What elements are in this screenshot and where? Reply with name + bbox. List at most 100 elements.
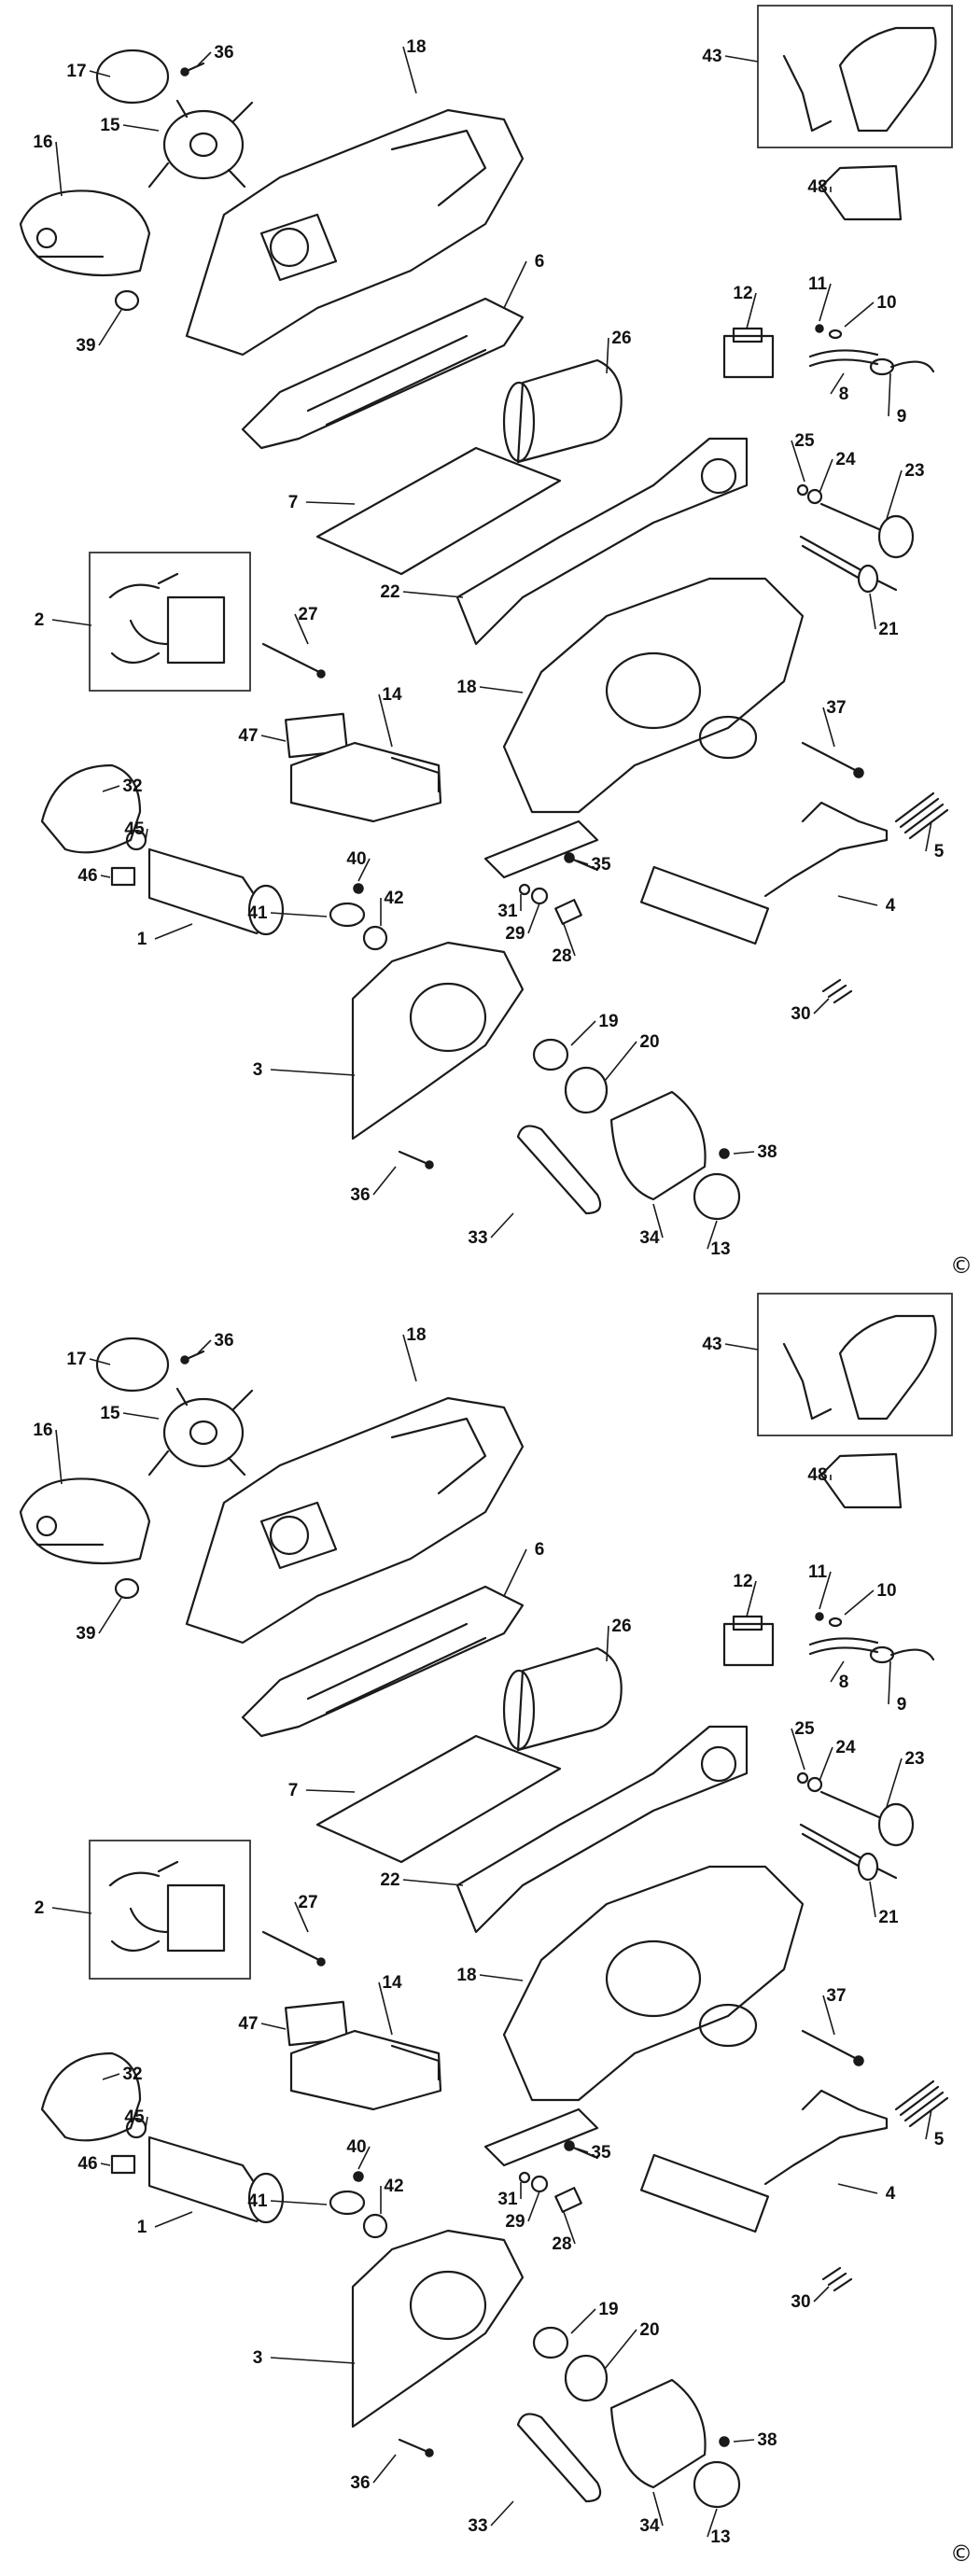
part-7-platen — [315, 446, 562, 576]
callout-18: 18 — [406, 1325, 426, 1345]
part-46-brush-holder — [110, 866, 136, 887]
leader-line — [145, 828, 148, 841]
part-17-disc — [95, 49, 170, 105]
leader-line — [570, 2308, 596, 2334]
part-6-base-plate — [241, 297, 525, 450]
part-48-nozzle — [819, 164, 903, 221]
part-21-rear-shaft — [799, 1823, 898, 1882]
callout-2: 2 — [35, 610, 45, 630]
leader-line — [813, 2286, 830, 2303]
leader-line — [402, 46, 417, 94]
leader-line — [791, 440, 805, 483]
leader-line — [576, 860, 589, 865]
callout-36: 36 — [214, 1331, 233, 1351]
leader-line — [830, 372, 845, 395]
leader-line — [503, 1548, 527, 1597]
part-38-screw — [719, 2436, 730, 2447]
callout-31: 31 — [497, 902, 518, 921]
parts-40-41-42-bearing-set — [329, 2171, 388, 2239]
part-18-motor-housing — [483, 577, 805, 879]
leader-line — [294, 1901, 309, 1933]
part-2-wiring-harness — [108, 1860, 226, 1953]
leader-line — [98, 309, 122, 346]
callout-9: 9 — [897, 407, 907, 427]
callout-39: 39 — [76, 1624, 95, 1644]
leader-line — [527, 903, 540, 934]
leader-line — [102, 785, 120, 792]
leader-line — [925, 2108, 932, 2140]
part-16-belt-cover — [19, 1477, 151, 1565]
callout-6: 6 — [535, 252, 545, 272]
callout-15: 15 — [100, 116, 120, 135]
callout-38: 38 — [757, 2430, 777, 2450]
parts-11-10-8-9-wires — [808, 1612, 935, 1664]
part-15-fan — [147, 1387, 254, 1477]
part-4-tracking-lever — [639, 801, 889, 945]
leader-line — [707, 2508, 718, 2538]
leader-line — [270, 1069, 356, 1076]
callout-23: 23 — [904, 1749, 924, 1769]
parts-25-24-washers — [796, 1771, 823, 1793]
part-18-upper-housing — [185, 1396, 525, 1645]
part-37-screw — [801, 2029, 864, 2066]
part-33-drive-belt — [516, 2413, 602, 2503]
part-14-speed-control-module — [289, 741, 442, 823]
leader-line — [154, 2211, 193, 2228]
callout-48: 48 — [807, 177, 827, 197]
part-23-drum-shaft — [819, 1790, 915, 1847]
leader-line — [479, 1974, 524, 1981]
parts-25-24-washers — [796, 483, 823, 505]
callout-25: 25 — [794, 1719, 815, 1739]
callout-27: 27 — [298, 605, 317, 624]
leader-line — [724, 55, 759, 63]
callout-30: 30 — [791, 1004, 810, 1024]
leader-line — [51, 619, 92, 626]
callout-19: 19 — [598, 1012, 618, 1031]
callout-48: 48 — [807, 1465, 827, 1485]
callout-40: 40 — [346, 2137, 366, 2157]
callout-39: 39 — [76, 336, 95, 356]
part-30-spring — [821, 978, 853, 1004]
leader-line — [122, 1412, 160, 1420]
part-19-drive-pulley — [532, 2326, 569, 2359]
callout-10: 10 — [876, 1581, 896, 1601]
callout-35: 35 — [591, 2143, 611, 2163]
part-48-nozzle — [819, 1452, 903, 1509]
callout-3: 3 — [253, 2348, 263, 2368]
leader-line — [102, 2073, 120, 2080]
inset-box-dust-bag — [757, 1293, 953, 1436]
inset-box-wiring — [89, 1840, 251, 1980]
leader-line — [563, 923, 576, 957]
leader-line — [869, 1881, 876, 1918]
leader-line — [837, 895, 878, 906]
part-7-platen — [315, 1734, 562, 1864]
part-20-gear — [564, 2354, 609, 2402]
callout-47: 47 — [238, 2014, 258, 2034]
leader-line — [819, 458, 833, 494]
part-47-label — [284, 2000, 349, 2047]
callout-35: 35 — [591, 855, 611, 875]
callout-46: 46 — [77, 866, 97, 886]
callout-20: 20 — [639, 2320, 659, 2340]
callout-32: 32 — [122, 2065, 142, 2084]
part-22-frame-arm — [455, 437, 749, 646]
leader-line — [652, 1203, 664, 1239]
leader-line — [378, 1981, 393, 2036]
leader-line — [822, 1995, 835, 2036]
part-39-bushing — [114, 1577, 140, 1600]
callout-24: 24 — [835, 450, 856, 469]
callout-21: 21 — [878, 1908, 899, 1927]
callout-34: 34 — [639, 1228, 660, 1248]
callout-34: 34 — [639, 2516, 660, 2536]
leader-line — [100, 2163, 111, 2166]
part-6-base-plate — [241, 1585, 525, 1738]
callout-29: 29 — [505, 2212, 525, 2232]
callout-26: 26 — [611, 1617, 631, 1636]
leader-line — [490, 1212, 514, 1239]
part-18-motor-housing — [483, 1865, 805, 2167]
callout-37: 37 — [826, 1986, 846, 2006]
callout-33: 33 — [468, 1228, 487, 1248]
part-13-disc — [693, 2460, 741, 2509]
leader-line — [372, 2454, 397, 2484]
part-39-bushing — [114, 289, 140, 312]
